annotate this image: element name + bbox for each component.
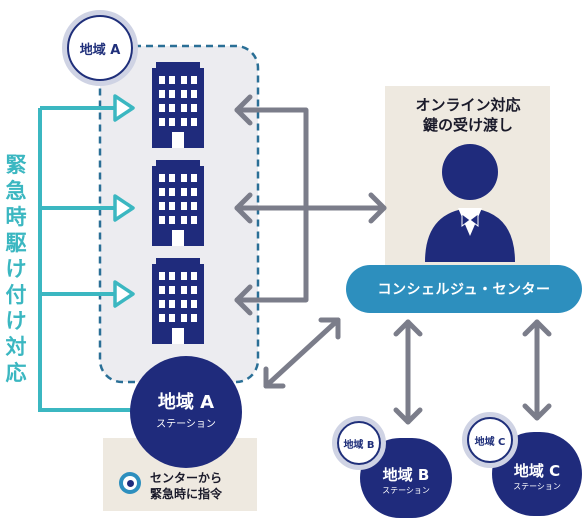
station-a-sub: ステーション <box>156 419 216 431</box>
station-c-name: 地域 C <box>513 461 561 480</box>
double-arrow-icon <box>263 317 341 389</box>
emergency-response-label: 緊急時駆け付け対応 <box>5 153 27 385</box>
station-b-sub: ステーション <box>382 486 430 496</box>
region-b-badge: 地域 B <box>332 416 386 470</box>
double-arrow-icon <box>393 319 552 425</box>
concierge-title: オンライン対応 鍵の受け渡し <box>398 95 538 135</box>
concierge-person-icon <box>425 144 515 262</box>
building-icon <box>152 160 204 246</box>
station-c-sub: ステーション <box>513 482 561 492</box>
building-icon <box>152 258 204 344</box>
concierge-center-label: コンシェルジュ・センター <box>377 282 551 298</box>
region-a-badge-label: 地域 A <box>79 42 121 58</box>
concierge-title-line2: 鍵の受け渡し <box>422 116 513 134</box>
target-icon <box>119 472 141 494</box>
building-icon <box>152 62 204 148</box>
region-c-badge-label: 地域 C <box>474 436 506 448</box>
station-a: 地域 A ステーション <box>130 356 242 468</box>
region-b-badge-label: 地域 B <box>343 439 375 451</box>
emergency-bracket <box>38 106 150 412</box>
triangle-arrow-icon <box>113 94 135 122</box>
legend-line2: 緊急時に指令 <box>150 487 223 501</box>
legend-text: センターから 緊急時に指令 <box>150 470 254 502</box>
triangle-arrow-icon <box>113 280 135 308</box>
region-c-badge: 地域 C <box>462 412 518 468</box>
concierge-title-line1: オンライン対応 <box>415 96 521 114</box>
region-a-badge: 地域 A <box>62 10 138 86</box>
station-b-name: 地域 B <box>382 465 430 484</box>
legend-line1: センターから <box>150 471 223 485</box>
triangle-arrow-icon <box>113 194 135 222</box>
concierge-center: コンシェルジュ・センター <box>346 265 582 313</box>
station-a-name: 地域 A <box>157 391 215 413</box>
double-arrow-icon <box>234 94 387 316</box>
